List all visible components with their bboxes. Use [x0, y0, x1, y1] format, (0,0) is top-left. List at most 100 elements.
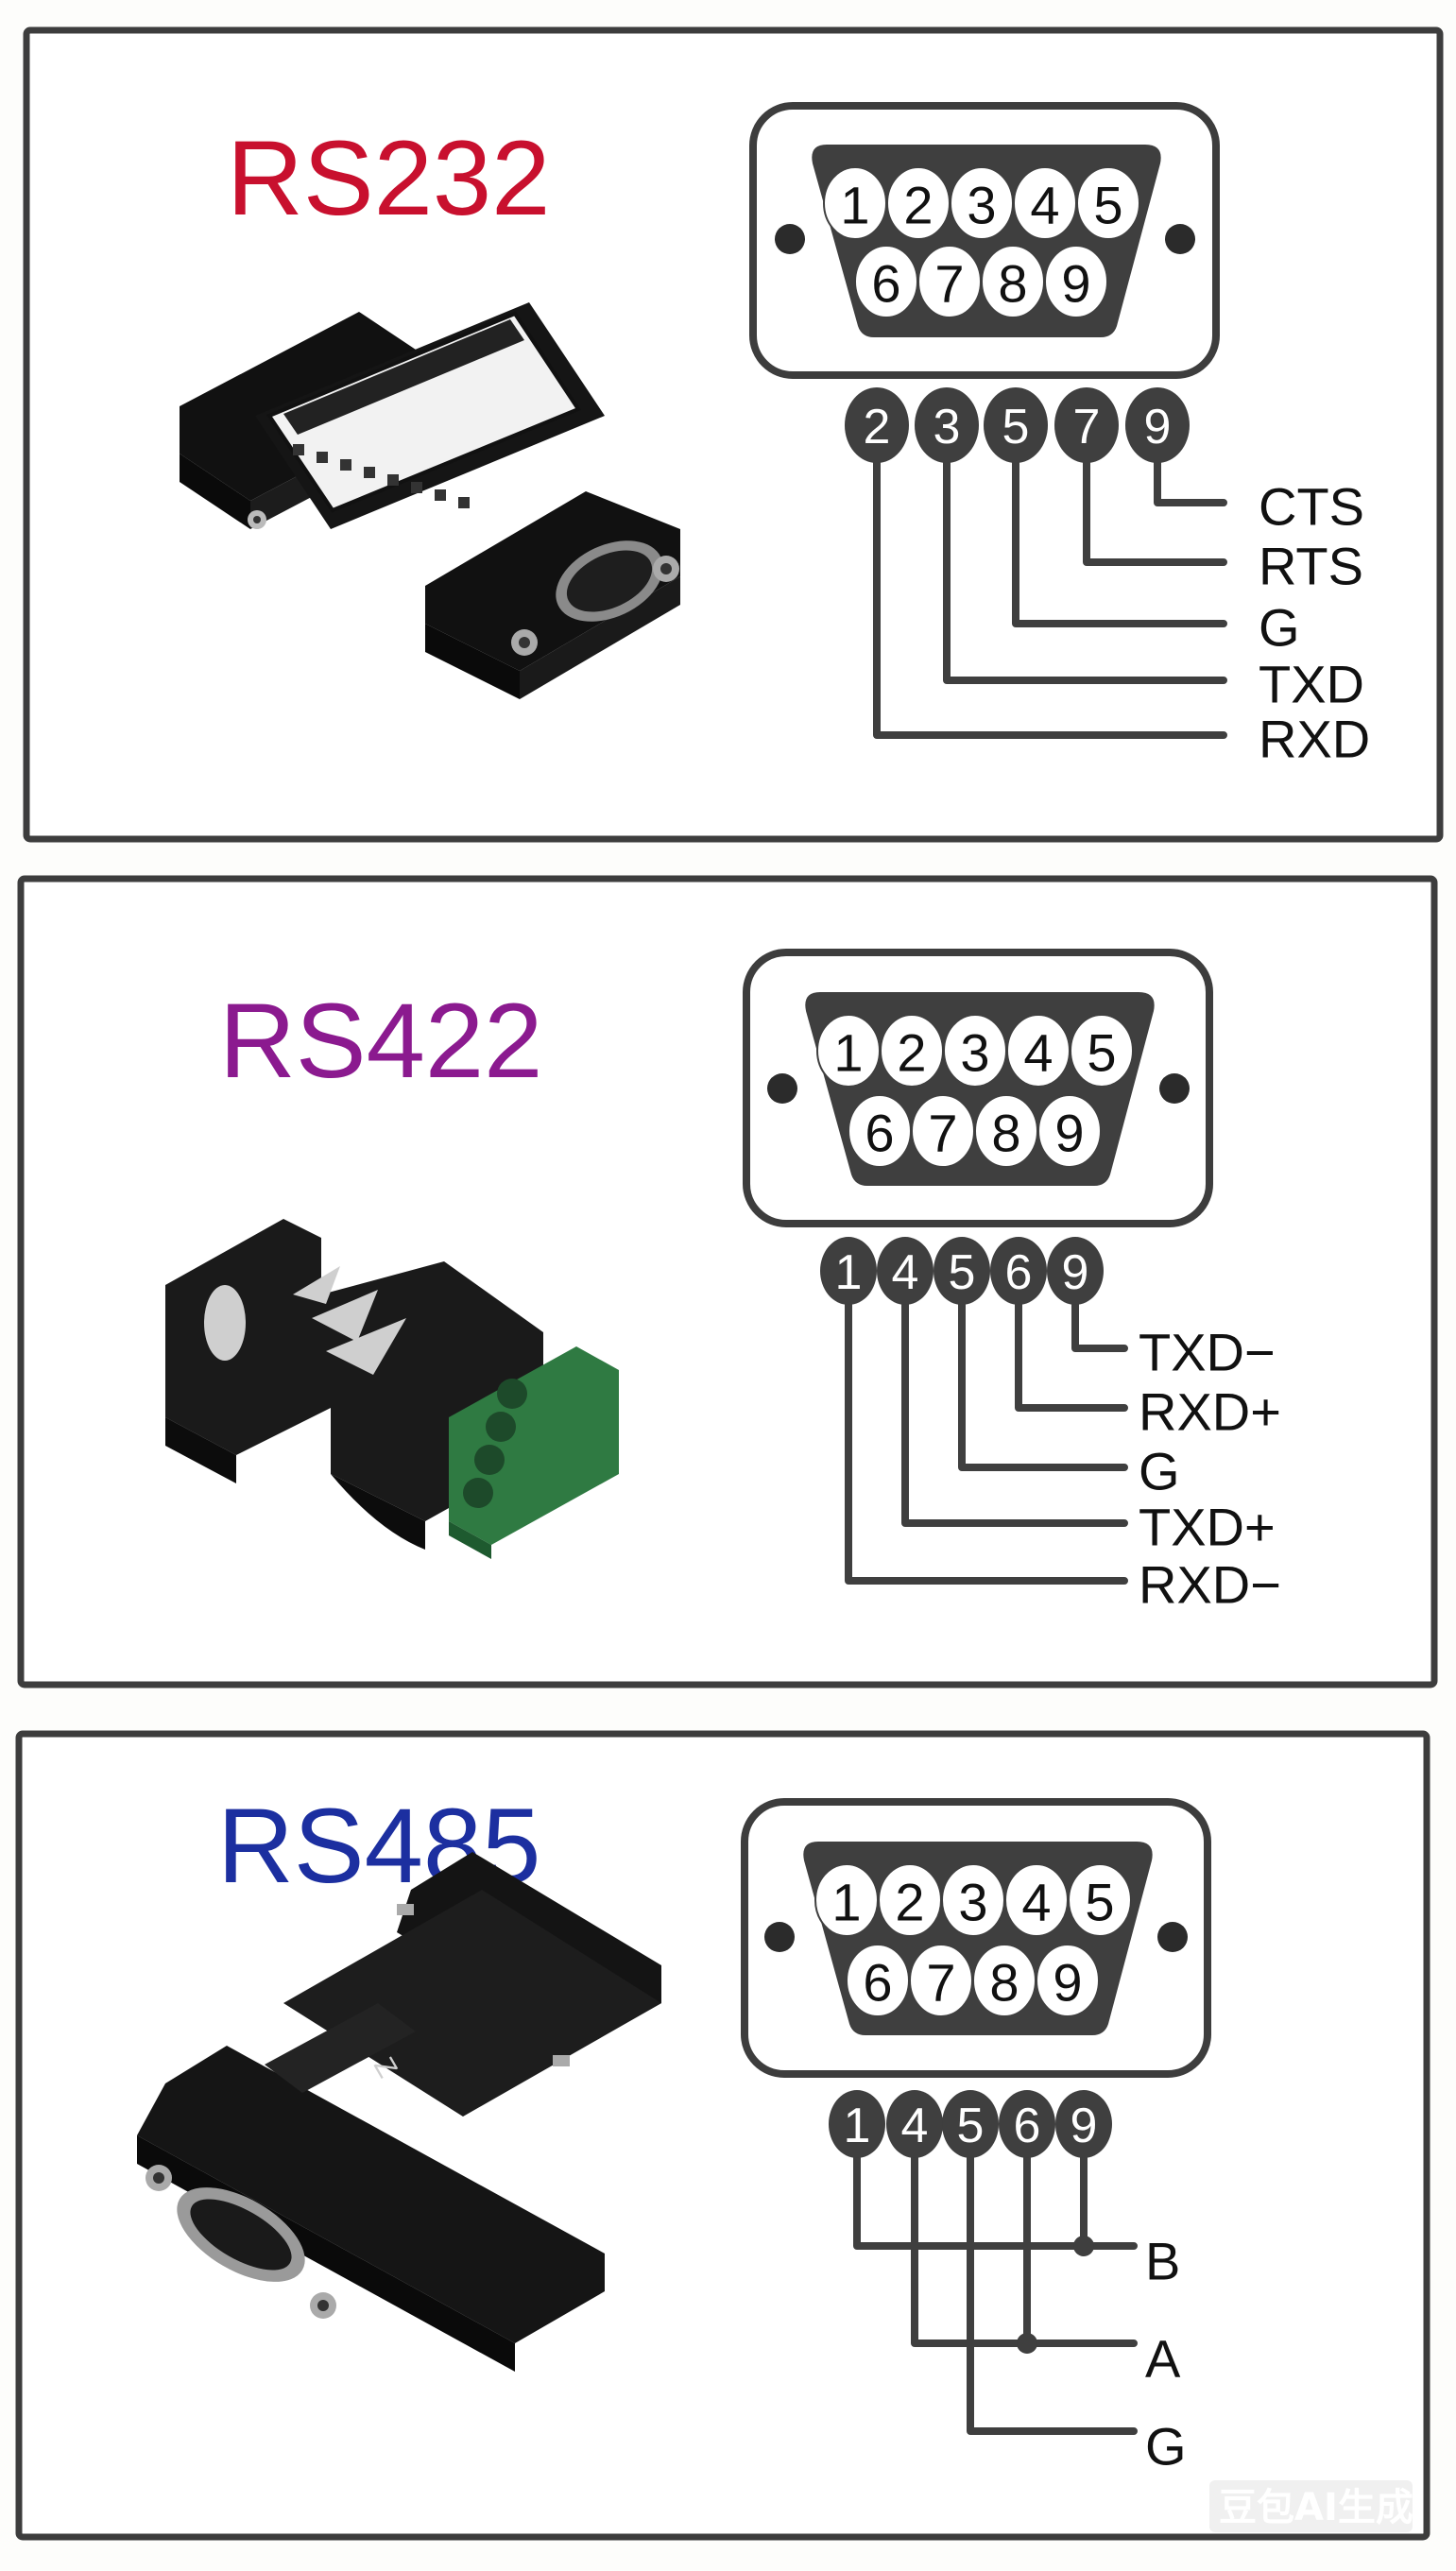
- wire-line: [1015, 1295, 1128, 1412]
- bus-line: B: [853, 2149, 1180, 2291]
- pin-number: 1: [833, 1023, 863, 1083]
- pin-badge-number: 5: [949, 1245, 976, 1300]
- pin-number: 3: [960, 1023, 989, 1083]
- db9-pin: 2: [886, 166, 951, 240]
- pin-number: 3: [967, 176, 996, 235]
- pin-number: 1: [840, 176, 869, 235]
- pin-badge-number: 9: [1071, 2099, 1098, 2153]
- signal-label: RXD: [1259, 710, 1370, 769]
- wire-line: [958, 1295, 1128, 1471]
- pin-number: 5: [1087, 1023, 1116, 1083]
- panel-rs232: RS232: [23, 26, 1444, 843]
- signal-label: G: [1139, 1442, 1180, 1501]
- junction-dot: [1073, 2236, 1094, 2256]
- db9-pin: 1: [823, 166, 887, 240]
- signal-label: TXD+: [1139, 1498, 1276, 1557]
- screw-hole-right: [1157, 1922, 1188, 1952]
- pin-badge: [820, 1237, 877, 1305]
- db9-pin: 3: [950, 166, 1014, 240]
- watermark-text: 豆包AI生成: [1219, 2486, 1413, 2529]
- pin-badge-number: 9: [1062, 1245, 1089, 1300]
- screw-hole-left: [767, 1073, 797, 1104]
- pin-badge-number: 6: [1014, 2099, 1041, 2153]
- pin-badge: [999, 2090, 1055, 2158]
- pin-callout: 5G: [984, 387, 1300, 658]
- pin-callout: 5: [942, 2090, 999, 2158]
- signal-label: G: [1259, 598, 1300, 658]
- panel-title: RS422: [219, 982, 542, 1100]
- wire-line: [845, 1295, 1128, 1585]
- screw-hole-left: [764, 1922, 795, 1952]
- screw-hole-right: [1159, 1073, 1190, 1104]
- pin-badge-number: 6: [1005, 1245, 1033, 1300]
- rs422-adapter-photo: [165, 1219, 619, 1559]
- screw-hole-right: [1165, 224, 1195, 254]
- pin-badge-number: 1: [844, 2099, 871, 2153]
- db9-pin: 4: [1013, 166, 1077, 240]
- signal-label: CTS: [1259, 477, 1364, 537]
- signal-label: TXD: [1259, 655, 1364, 714]
- wire-line: [1154, 454, 1227, 506]
- db9-pin: 9: [1036, 1944, 1100, 2017]
- db9-pin: 7: [917, 245, 982, 318]
- pin-callout: 9: [1055, 2090, 1112, 2158]
- pin-number: 9: [1061, 254, 1090, 314]
- wire-line: [967, 2149, 1138, 2435]
- screw-hole-left: [775, 224, 805, 254]
- pin-badge: [990, 1237, 1047, 1305]
- db9-pin: 2: [878, 1863, 942, 1937]
- pin-number: 8: [991, 1104, 1020, 1163]
- wire-line: [1071, 1295, 1128, 1352]
- pin-number: 6: [865, 1104, 894, 1163]
- db9-pin: 1: [814, 1863, 879, 1937]
- junction-dot: [1017, 2333, 1037, 2354]
- pin-callout: 6: [999, 2090, 1055, 2158]
- pin-number: 8: [989, 1953, 1019, 2013]
- signal-label: A: [1145, 2329, 1181, 2389]
- pin-badge-number: 4: [901, 2099, 929, 2153]
- signal-label: RTS: [1259, 537, 1363, 596]
- db9-pin: 5: [1070, 1014, 1134, 1088]
- pin-number: 6: [871, 254, 900, 314]
- pin-badge-number: 5: [957, 2099, 985, 2153]
- db9-pin: 8: [972, 1944, 1036, 2017]
- db9-pin: 6: [848, 1094, 912, 1168]
- pin-number: 5: [1093, 176, 1122, 235]
- rs485-adapter-photo: Z: [137, 1852, 661, 2372]
- wire-line: [901, 1295, 1128, 1527]
- pin-badge: [984, 387, 1048, 463]
- db9-pin: 5: [1068, 1863, 1132, 1937]
- pin-callout: 1: [829, 2090, 885, 2158]
- pin-badge-number: 5: [1002, 400, 1030, 454]
- pin-badge-number: 3: [934, 400, 961, 454]
- pin-number: 5: [1085, 1873, 1114, 1932]
- pin-callout: 4: [886, 2090, 943, 2158]
- wire-line: [1083, 454, 1227, 566]
- bus-line: G: [967, 2149, 1187, 2477]
- pin-number: 7: [934, 254, 964, 314]
- watermark: 豆包AI生成: [1209, 2480, 1413, 2532]
- pin-number: 7: [926, 1953, 955, 2013]
- wire-line: [853, 2149, 1138, 2250]
- db9-pin: 4: [1006, 1014, 1071, 1088]
- db9-pin: 3: [941, 1863, 1005, 1937]
- pin-badge-number: 4: [892, 1245, 919, 1300]
- db9-pin: 9: [1037, 1094, 1102, 1168]
- db9-pin: 4: [1004, 1863, 1069, 1937]
- pin-badge-number: 9: [1144, 400, 1172, 454]
- pin-number: 4: [1030, 176, 1059, 235]
- pin-badge: [845, 387, 909, 463]
- pin-number: 2: [895, 1873, 924, 1932]
- panel-title: RS232: [227, 119, 550, 237]
